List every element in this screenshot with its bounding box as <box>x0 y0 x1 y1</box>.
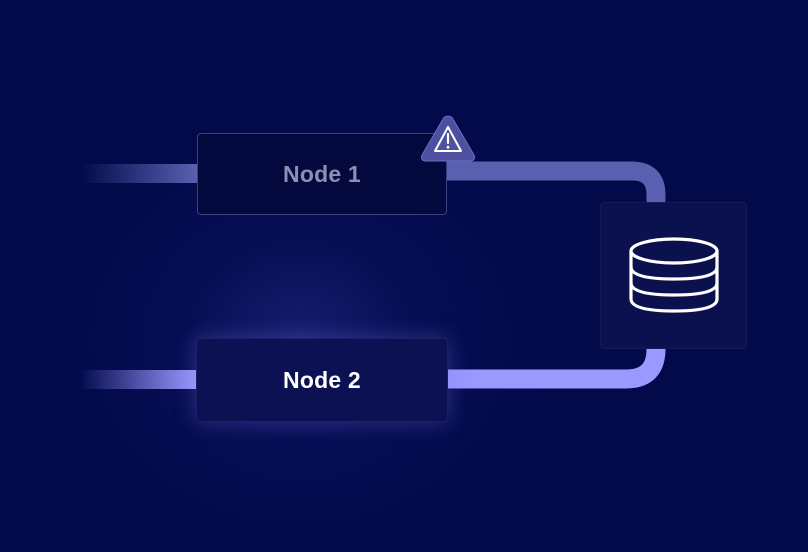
node-1-label: Node 1 <box>283 160 361 187</box>
wire-in-node-2 <box>80 370 197 389</box>
database-node[interactable] <box>600 202 747 349</box>
node-1[interactable]: Node 1 <box>197 133 447 215</box>
warning-triangle-icon <box>420 115 476 162</box>
node-2[interactable]: Node 2 <box>196 338 448 422</box>
wire-node-1-to-database <box>446 161 666 204</box>
wire-in-node-1 <box>80 164 198 183</box>
wire-node-2-to-database <box>447 346 666 389</box>
database-icon <box>628 236 719 313</box>
node-2-label: Node 2 <box>283 366 361 393</box>
